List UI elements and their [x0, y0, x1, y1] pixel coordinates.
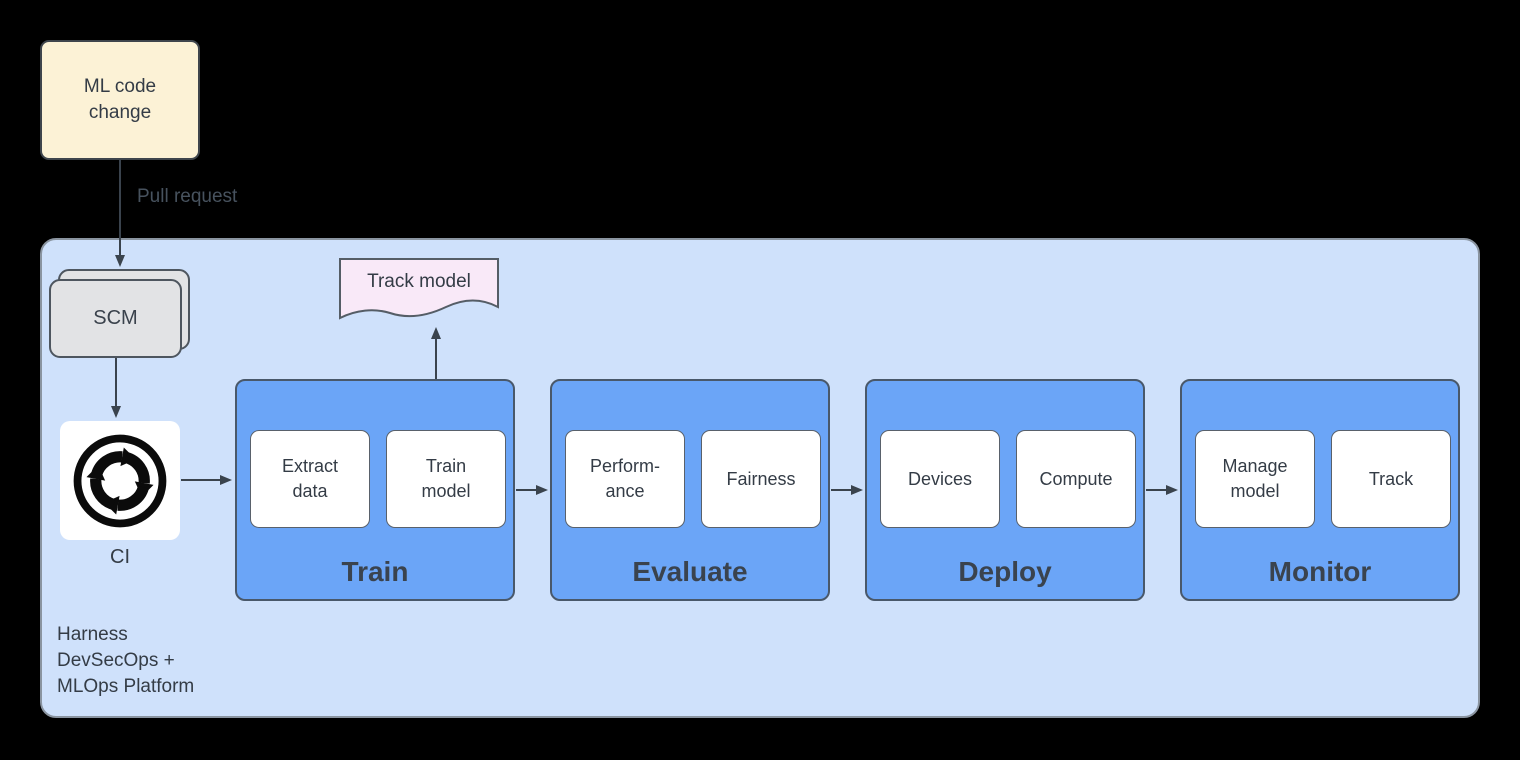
scm-label: SCM [93, 307, 138, 329]
node-scm: SCM [49, 279, 182, 358]
card-extract-data-label: Extract data [281, 456, 338, 501]
platform-label-line3: MLOps Platform [57, 676, 195, 697]
card-train-model: Train model [386, 430, 506, 528]
ml-code-change-label: ML code change [83, 76, 157, 123]
card-devices-label: Devices [907, 468, 973, 489]
node-ci [60, 421, 180, 540]
platform-label-line1: Harness [57, 624, 128, 645]
card-performance: Perform- ance [565, 430, 685, 528]
card-compute-label: Compute [1039, 468, 1113, 489]
card-fairness-label: Fairness [726, 468, 796, 489]
card-devices: Devices [880, 430, 1000, 528]
card-track: Track [1331, 430, 1451, 528]
node-track-model: Track model [339, 258, 499, 326]
card-extract-data: Extract data [250, 430, 370, 528]
stage-train-title: Train [341, 556, 409, 587]
card-manage-model-label: Manage model [1222, 456, 1288, 501]
platform-label: Harness DevSecOps + MLOps Platform [57, 622, 194, 700]
ci-label: CI [110, 546, 130, 568]
track-model-label: Track model [367, 271, 471, 292]
node-ml-code-change: ML code change [40, 40, 200, 160]
ci-cycle-icon [73, 434, 167, 527]
card-fairness: Fairness [701, 430, 821, 528]
stage-deploy: Devices Compute Deploy [865, 379, 1145, 601]
platform-label-line2: DevSecOps + [57, 650, 175, 671]
card-track-label: Track [1368, 468, 1414, 489]
stage-evaluate: Perform- ance Fairness Evaluate [550, 379, 830, 601]
card-manage-model: Manage model [1195, 430, 1315, 528]
stage-monitor: Manage model Track Monitor [1180, 379, 1460, 601]
card-train-model-label: Train model [421, 456, 471, 501]
stage-evaluate-title: Evaluate [632, 556, 748, 587]
pull-request-label: Pull request [137, 186, 238, 207]
card-performance-label: Perform- ance [589, 456, 660, 501]
stage-deploy-title: Deploy [958, 556, 1052, 587]
stage-train: Extract data Train model Train [235, 379, 515, 601]
card-compute: Compute [1016, 430, 1136, 528]
stage-monitor-title: Monitor [1268, 556, 1372, 587]
document-shape [339, 258, 499, 320]
